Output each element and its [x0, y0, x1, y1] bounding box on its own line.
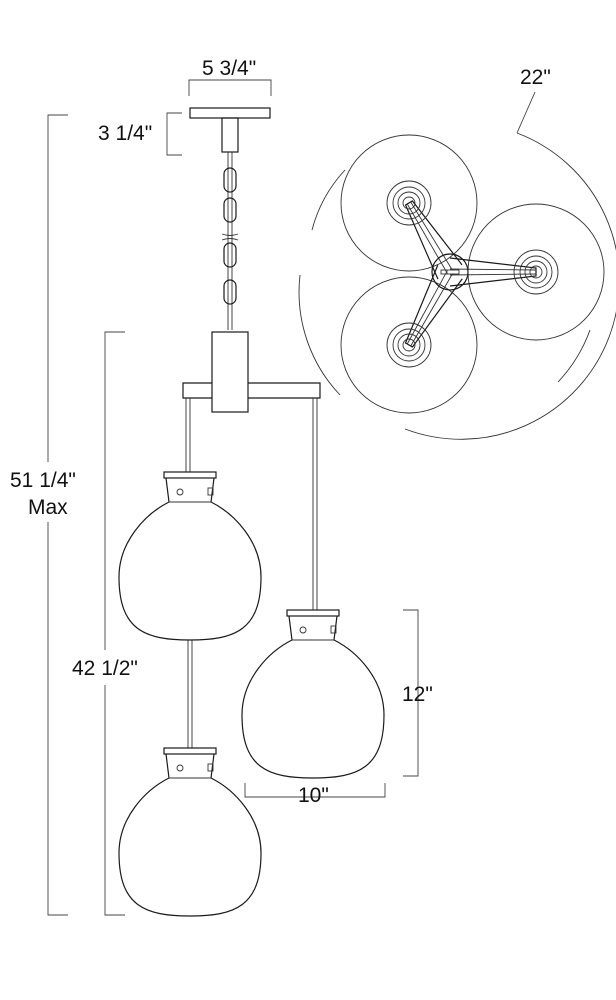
- canopy-height-bracket: [166, 112, 182, 156]
- dimension-lines: [47, 79, 536, 916]
- overall-height-bracket: [47, 114, 68, 916]
- fixture-height-label: 42 1/2": [72, 657, 138, 680]
- shade-width-bracket: [244, 783, 386, 798]
- cross-bar: [182, 382, 321, 399]
- chain-break-mark: [221, 233, 239, 241]
- socket-ring: [529, 265, 543, 279]
- shade-outline: [340, 276, 478, 414]
- shade-cap: [163, 747, 217, 755]
- shade-cap: [163, 471, 217, 479]
- outer-arc: [311, 169, 346, 231]
- diameter-label: 22": [520, 66, 551, 89]
- socket-ring: [386, 322, 432, 368]
- diameter-leader: [516, 91, 536, 134]
- shade-globe: [118, 477, 262, 641]
- arm: [404, 264, 463, 348]
- center-hub: [431, 253, 469, 291]
- pendant-shade: [118, 471, 262, 641]
- canopy-width-label: 5 3/4": [202, 57, 257, 80]
- canopy-stem: [221, 117, 239, 153]
- socket-ring: [386, 180, 432, 226]
- socket-ring: [513, 249, 559, 295]
- shade-clip: [207, 763, 214, 772]
- pendant-shade: [241, 609, 385, 779]
- shade-cap: [286, 609, 340, 617]
- overall-height-label: 51 1/4": [10, 469, 76, 492]
- shade-height-bracket: [403, 609, 419, 777]
- side-elevation: [118, 107, 385, 917]
- hub-nut: [440, 269, 460, 275]
- shade-clip: [207, 487, 214, 496]
- outer-arc: [298, 274, 341, 396]
- shade-globe: [118, 753, 262, 917]
- suspension-rods: [185, 398, 318, 748]
- outer-arc: [404, 132, 616, 440]
- shade-clip: [330, 625, 337, 634]
- chain: [221, 152, 239, 330]
- chain-link: [223, 279, 237, 305]
- hub-block: [211, 331, 249, 413]
- shade-height-label: 12": [402, 683, 433, 706]
- chain-link: [223, 167, 237, 193]
- shade-screw: [299, 626, 307, 634]
- socket-ring: [524, 260, 548, 284]
- shade-screw: [176, 764, 184, 772]
- arm-detail: [406, 270, 454, 347]
- socket-ring: [402, 338, 416, 352]
- chain-rod: [227, 152, 233, 330]
- arm: [449, 257, 537, 287]
- socket-ring: [519, 255, 553, 289]
- arm-detail: [449, 268, 537, 276]
- canopy-width-bracket: [188, 79, 272, 96]
- socket-ring: [397, 191, 421, 215]
- outer-arc: [557, 329, 591, 383]
- overall-height-note: Max: [28, 496, 68, 519]
- socket-ring: [402, 196, 416, 210]
- plan-view: [298, 132, 616, 440]
- arm-detail: [406, 201, 453, 274]
- socket-ring: [392, 186, 426, 220]
- chain-link: [223, 197, 237, 223]
- pendant-shade: [118, 747, 262, 917]
- socket-ring: [397, 333, 421, 357]
- canopy-height-label: 3 1/4": [98, 122, 153, 145]
- socket-ring: [392, 328, 426, 362]
- shade-screw: [176, 488, 184, 496]
- arm: [404, 200, 463, 280]
- shade-globe: [241, 615, 385, 779]
- fixture-height-bracket: [104, 331, 125, 916]
- shade-outline: [340, 134, 478, 272]
- canopy: [189, 107, 271, 119]
- shade-width-label: 10": [298, 784, 329, 807]
- chain-link: [223, 242, 237, 268]
